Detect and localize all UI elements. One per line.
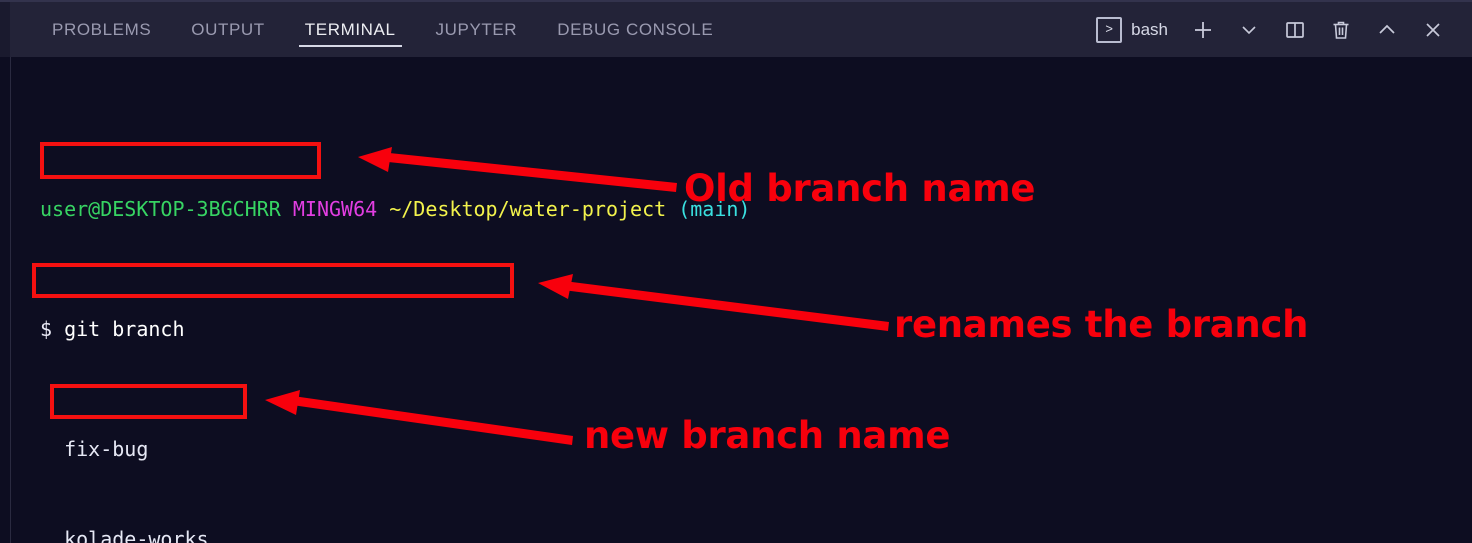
tab-jupyter-label: JUPYTER bbox=[435, 19, 518, 39]
trash-icon bbox=[1333, 21, 1349, 39]
chevron-up-icon bbox=[1379, 24, 1395, 34]
maximize-panel-button[interactable] bbox=[1366, 13, 1408, 47]
terminal-toolbar: > bash bbox=[1092, 2, 1472, 57]
prompt-host: MINGW64 bbox=[292, 197, 378, 221]
terminal-prompt-icon: > bbox=[1096, 16, 1123, 43]
chevron-down-icon bbox=[1242, 25, 1256, 34]
tab-debug-console[interactable]: DEBUG CONSOLE bbox=[543, 2, 727, 57]
branch-name: fix-bug bbox=[64, 437, 149, 461]
plus-icon bbox=[1195, 21, 1211, 38]
new-terminal-dropdown-button[interactable] bbox=[1228, 13, 1270, 47]
command-text: git branch bbox=[64, 317, 185, 341]
terminal-output-area[interactable]: user@DESKTOP-3BGCHRR MINGW64 ~/Desktop/w… bbox=[0, 57, 1472, 543]
panel-header: PROBLEMS OUTPUT TERMINAL JUPYTER DEBUG C… bbox=[0, 0, 1472, 57]
prompt-dollar: $ bbox=[40, 317, 53, 341]
split-terminal-button[interactable] bbox=[1274, 13, 1316, 47]
prompt-git-branch: (main) bbox=[678, 197, 751, 221]
tab-debug-console-label: DEBUG CONSOLE bbox=[557, 19, 714, 39]
panel-tab-bar: PROBLEMS OUTPUT TERMINAL JUPYTER DEBUG C… bbox=[38, 2, 739, 57]
tab-terminal[interactable]: TERMINAL bbox=[291, 2, 410, 57]
new-terminal-button[interactable] bbox=[1182, 13, 1224, 47]
tab-problems[interactable]: PROBLEMS bbox=[38, 2, 165, 57]
tab-output[interactable]: OUTPUT bbox=[177, 2, 278, 57]
tab-output-label: OUTPUT bbox=[191, 19, 265, 39]
kill-terminal-button[interactable] bbox=[1320, 13, 1362, 47]
tab-terminal-label: TERMINAL bbox=[304, 19, 396, 39]
prompt-user: user@DESKTOP-3BGCHRR bbox=[40, 197, 281, 221]
branch-list-item: kolade-works bbox=[40, 524, 750, 543]
active-shell-label: bash bbox=[1131, 19, 1168, 39]
split-pane-icon bbox=[1286, 21, 1304, 38]
prompt-line: user@DESKTOP-3BGCHRR MINGW64 ~/Desktop/w… bbox=[40, 194, 750, 224]
active-shell-selector[interactable]: > bash bbox=[1092, 16, 1178, 43]
tab-jupyter[interactable]: JUPYTER bbox=[422, 2, 532, 57]
terminal-left-gutter bbox=[0, 57, 11, 543]
tab-problems-label: PROBLEMS bbox=[52, 19, 152, 39]
branch-name: kolade-works bbox=[64, 527, 209, 543]
close-panel-button[interactable] bbox=[1412, 13, 1454, 47]
terminal-lines: user@DESKTOP-3BGCHRR MINGW64 ~/Desktop/w… bbox=[40, 74, 750, 543]
prompt-path: ~/Desktop/water-project bbox=[389, 197, 667, 221]
command-line: $ git branch bbox=[40, 314, 750, 344]
close-icon bbox=[1426, 22, 1440, 37]
branch-list-item: fix-bug bbox=[40, 434, 750, 464]
